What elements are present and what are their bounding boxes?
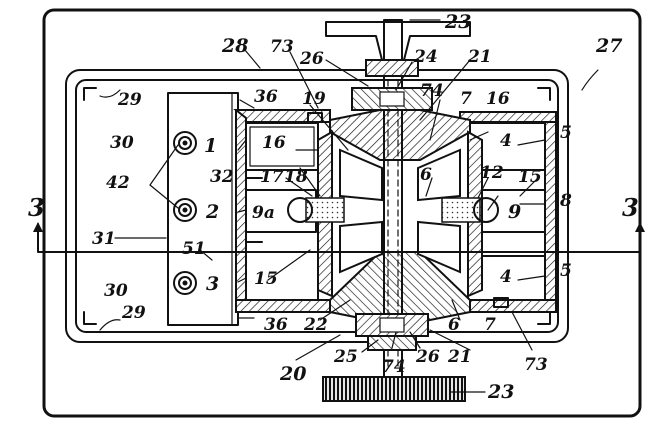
- label-19: 19: [302, 89, 326, 109]
- label-3: 3: [206, 273, 219, 295]
- label-28: 28: [221, 35, 248, 57]
- corner-bracket-top-right: [537, 87, 551, 101]
- label-32: 32: [210, 167, 234, 187]
- label-9: 9: [508, 201, 521, 223]
- label-2: 2: [205, 201, 219, 223]
- label-29-bottom: 29: [121, 303, 146, 323]
- label-73-bottom: 73: [524, 355, 548, 375]
- label-20: 20: [279, 363, 306, 385]
- label-6-right: 6: [420, 165, 432, 185]
- bottom-collar-inner: [379, 317, 405, 333]
- label-74-bottom: 74: [382, 357, 406, 377]
- leader-lines: [99, 19, 599, 393]
- label-4-top: 4: [500, 131, 512, 151]
- label-7-bottom: 7: [484, 315, 496, 335]
- yoke-right: [544, 111, 557, 311]
- label-22: 22: [303, 315, 328, 335]
- top-collar-inner: [379, 91, 405, 107]
- corner-bracket-bottom-right: [537, 311, 551, 325]
- outer-housing: [42, 8, 642, 418]
- terminal-3: [173, 271, 197, 295]
- label-24: 24: [413, 47, 438, 67]
- label-8: 8: [559, 191, 572, 211]
- label-15-left: 15: [254, 269, 278, 289]
- label-27: 27: [595, 35, 622, 57]
- label-51: 51: [182, 239, 206, 259]
- label-16-right: 16: [486, 89, 510, 109]
- inner-casing-inner-wall: [75, 79, 559, 333]
- corner-bracket-top-left: [83, 87, 97, 101]
- label-26-top: 26: [299, 49, 324, 69]
- label-16-left: 16: [262, 133, 286, 153]
- label-9a: 9a: [252, 203, 275, 223]
- corner-bracket-bottom-left: [83, 311, 97, 325]
- label-29-top: 29: [117, 90, 142, 110]
- label-21-top: 21: [467, 47, 492, 67]
- label-6-bottom: 6: [448, 315, 460, 335]
- label-73-top: 73: [270, 37, 294, 57]
- section-arrow-left: [33, 222, 43, 232]
- label-36-bottom: 36: [264, 315, 288, 335]
- label-30-bottom: 30: [104, 281, 128, 301]
- bottom-bearing: [367, 335, 417, 351]
- label-36-top: 36: [254, 87, 278, 107]
- rotor-hub-upper: [329, 109, 471, 161]
- label-25: 25: [333, 347, 358, 367]
- label-21-bottom: 21: [447, 347, 472, 367]
- section-arrow-right: [635, 222, 645, 232]
- label-7-top: 7: [460, 89, 472, 109]
- coil-left-top-inner: [249, 126, 315, 167]
- label-3-right: 3: [622, 193, 639, 222]
- label-1: 1: [204, 135, 217, 157]
- label-5-top: 5: [560, 123, 572, 143]
- label-18: 18: [284, 167, 308, 187]
- brush-bottom: [493, 297, 509, 308]
- label-12: 12: [480, 163, 504, 183]
- brush-top: [307, 112, 323, 123]
- bottom-knurled-wheel: [322, 376, 466, 402]
- pole-left: [287, 197, 313, 223]
- yoke-left-bottom-arm: [235, 299, 331, 313]
- label-15-right: 15: [518, 167, 542, 187]
- label-26-bottom: 26: [415, 347, 440, 367]
- section-line: [37, 223, 641, 253]
- label-5-bottom: 5: [560, 261, 572, 281]
- label-42: 42: [106, 173, 130, 193]
- label-74-top: 74: [420, 81, 444, 101]
- rotor-cavity-upper: [339, 148, 383, 202]
- yoke-right-top-arm: [459, 111, 557, 123]
- label-3-left: 3: [28, 193, 45, 222]
- terminal-1: [173, 131, 197, 155]
- rotor-cavity-lower-right: [417, 220, 461, 274]
- label-23-top: 23: [444, 11, 471, 33]
- label-23-bottom: 23: [487, 381, 514, 403]
- inner-casing-outer-wall: [65, 69, 569, 343]
- terminal-2: [173, 198, 197, 222]
- rotor-cavity-lower: [339, 220, 383, 274]
- label-31: 31: [92, 229, 116, 249]
- top-bearing: [365, 59, 419, 77]
- label-4-bottom: 4: [500, 267, 512, 287]
- label-17: 17: [260, 167, 284, 187]
- label-30-top: 30: [110, 133, 134, 153]
- pole-right: [473, 197, 499, 223]
